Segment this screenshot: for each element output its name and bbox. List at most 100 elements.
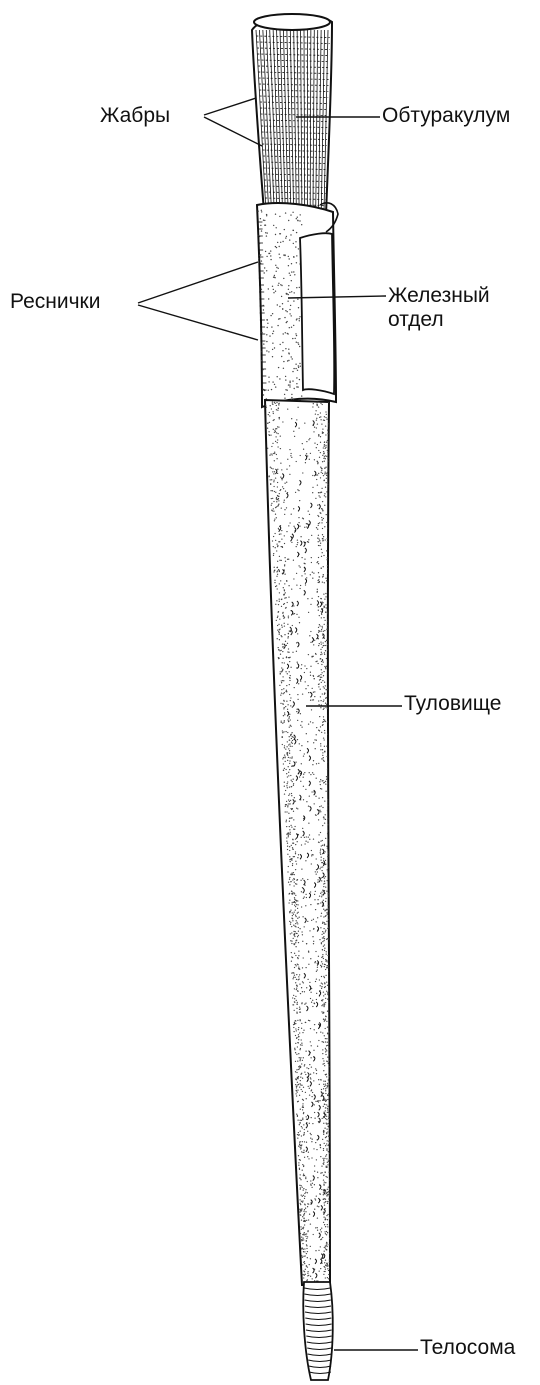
stipple-dot <box>294 436 295 437</box>
stipple-dot <box>289 736 290 737</box>
stipple-dot <box>318 1250 319 1251</box>
stipple-dot <box>297 539 298 540</box>
stipple-dot <box>327 1106 328 1107</box>
stipple-dot <box>307 1181 308 1182</box>
stipple-dot <box>323 1194 324 1195</box>
stipple-dot <box>312 722 313 723</box>
stipple-dot <box>320 611 321 612</box>
stipple-dot <box>318 523 319 524</box>
stipple-dot <box>282 547 283 548</box>
stipple-dot <box>289 522 290 523</box>
stipple-dot <box>302 443 303 444</box>
stipple-dot <box>325 645 326 646</box>
stipple-dot <box>317 529 318 530</box>
stipple-dot <box>271 505 272 506</box>
stipple-dot <box>283 616 284 617</box>
stipple-dot <box>299 588 300 589</box>
stipple-dot <box>327 955 328 956</box>
stipple-dot <box>276 550 277 551</box>
stipple-dot <box>320 811 321 812</box>
stipple-dot <box>318 492 319 493</box>
stipple-dot <box>289 750 290 751</box>
stipple-dot <box>277 567 278 568</box>
stipple-dot <box>297 699 298 700</box>
stipple-dot <box>293 914 294 915</box>
stipple-dot <box>324 495 325 496</box>
stipple-dot <box>326 951 327 952</box>
stipple-dot <box>275 604 276 605</box>
stipple-dot <box>323 518 324 519</box>
stipple-dot <box>325 698 326 699</box>
stipple-dot <box>322 519 323 520</box>
stipple-dot <box>295 946 296 947</box>
stipple-dot <box>300 1057 301 1058</box>
stipple-dot <box>304 1209 305 1210</box>
stipple-dot <box>306 733 307 734</box>
stipple-dot <box>285 706 286 707</box>
stipple-dot <box>322 954 323 955</box>
stipple-dot <box>303 1124 304 1125</box>
stipple-dot <box>289 753 290 754</box>
stipple-dot <box>297 808 298 809</box>
stipple-dot <box>295 241 296 242</box>
stipple-dot <box>315 498 316 499</box>
stipple-dot <box>272 404 273 405</box>
stipple-dot <box>299 1068 300 1069</box>
stipple-dot <box>296 419 297 420</box>
stipple-dot <box>289 818 290 819</box>
stipple-dot <box>327 1194 328 1195</box>
stipple-dot <box>285 761 286 762</box>
stipple-dot <box>299 220 300 221</box>
stipple-dot <box>325 612 326 613</box>
stipple-dot <box>314 1112 315 1113</box>
stipple-dot <box>322 647 323 648</box>
stipple-dot <box>312 1000 313 1001</box>
stipple-dot <box>324 473 325 474</box>
stipple-dot <box>284 634 285 635</box>
stipple-dot <box>288 772 289 773</box>
stipple-dot <box>323 458 324 459</box>
stipple-dot <box>321 488 322 489</box>
stipple-dot <box>294 988 295 989</box>
stipple-dot <box>276 409 277 410</box>
stipple-dot <box>299 928 300 929</box>
stipple-dot <box>293 325 294 326</box>
stipple-dot <box>298 1146 299 1147</box>
stipple-dot <box>305 1208 306 1209</box>
stipple-dot <box>288 352 289 353</box>
stipple-dot <box>275 514 276 515</box>
stipple-dot <box>297 990 298 991</box>
stipple-dot <box>287 854 288 855</box>
stipple-dot <box>294 881 295 882</box>
stipple-dot <box>268 476 269 477</box>
stipple-dot <box>299 1049 300 1050</box>
stipple-dot <box>304 753 305 754</box>
stipple-dot <box>281 479 282 480</box>
stipple-dot <box>301 1239 302 1240</box>
stipple-dot <box>268 377 269 378</box>
stipple-dot <box>321 943 322 944</box>
stipple-dot <box>311 850 312 851</box>
stipple-dot <box>325 445 326 446</box>
stipple-dot <box>313 676 314 677</box>
stipple-dot <box>282 730 283 731</box>
stipple-dot <box>275 436 276 437</box>
stipple-dot <box>289 803 290 804</box>
stipple-dot <box>326 960 327 961</box>
stipple-dot <box>318 545 319 546</box>
stipple-dot <box>327 1042 328 1043</box>
stipple-dot <box>284 557 285 558</box>
stipple-dot <box>293 526 294 527</box>
stipple-dot <box>325 1260 326 1261</box>
stipple-dot <box>303 1175 304 1176</box>
stipple-dot <box>319 1100 320 1101</box>
stipple-dot <box>325 915 326 916</box>
stipple-dot <box>325 876 326 877</box>
stipple-dot <box>269 435 270 436</box>
stipple-dot <box>313 774 314 775</box>
stipple-dot <box>281 478 282 479</box>
stipple-dot <box>323 818 324 819</box>
stipple-dot <box>295 982 296 983</box>
stipple-dot <box>297 633 298 634</box>
stipple-dot <box>279 628 280 629</box>
